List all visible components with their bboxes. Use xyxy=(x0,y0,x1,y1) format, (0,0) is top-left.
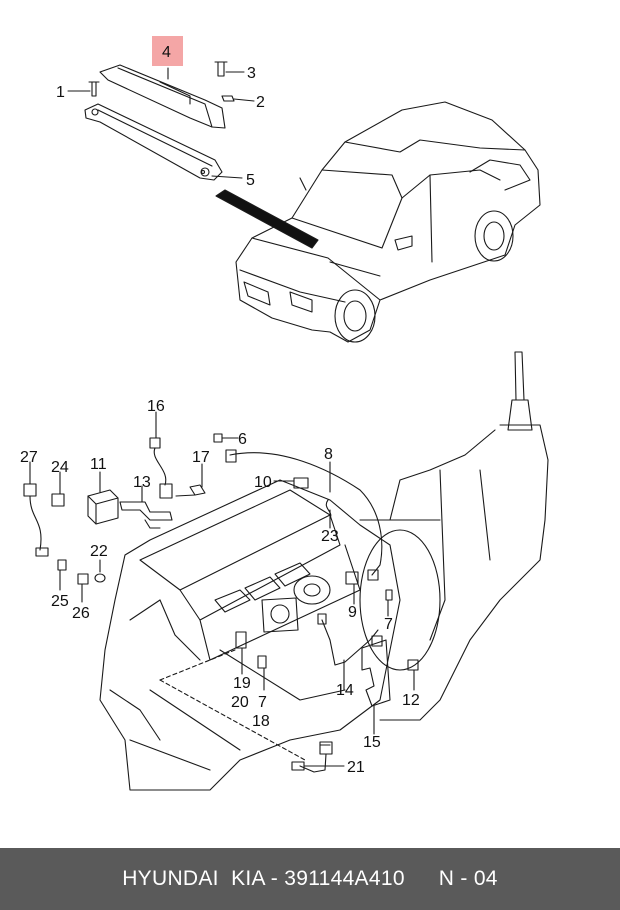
callout-24: 24 xyxy=(51,459,69,476)
callout-19: 19 xyxy=(233,675,251,692)
callout-15: 15 xyxy=(363,734,381,751)
callout-5: 5 xyxy=(246,172,255,189)
callout-17: 17 xyxy=(192,449,210,466)
highlight-box xyxy=(152,36,183,66)
callout-26: 26 xyxy=(72,605,90,622)
callout-1: 1 xyxy=(56,84,65,101)
callout-20: 20 xyxy=(231,694,249,711)
engine-cover-assembly xyxy=(67,61,255,181)
page-reference: N - 04 xyxy=(438,867,498,890)
callout-10: 10 xyxy=(254,474,272,491)
exploded-view-drawing: 1 2 3 4 5 6 7 7 8 9 10 11 12 13 14 15 16… xyxy=(20,36,549,791)
callout-7-top: 7 xyxy=(384,616,393,633)
callout-22: 22 xyxy=(90,543,108,560)
callout-9: 9 xyxy=(348,604,357,621)
callout-12: 12 xyxy=(402,692,420,709)
parts-diagram: 1 2 3 4 5 6 7 7 8 9 10 11 12 13 14 15 16… xyxy=(20,36,549,791)
part-reference: HYUNDAI KIA - 391144A410 xyxy=(122,867,405,890)
callout-25: 25 xyxy=(51,593,69,610)
vehicle-outline xyxy=(215,101,541,343)
callout-18: 18 xyxy=(252,713,270,730)
callout-2: 2 xyxy=(256,94,265,111)
callout-27: 27 xyxy=(20,449,38,466)
callout-14: 14 xyxy=(336,682,354,699)
footer-bar: HYUNDAI KIA - 391144A410 N - 04 xyxy=(0,848,620,910)
wiring-harness xyxy=(23,411,419,773)
callout-13: 13 xyxy=(133,474,151,491)
callout-3: 3 xyxy=(247,65,256,82)
callout-16: 16 xyxy=(147,398,165,415)
callout-23: 23 xyxy=(321,528,339,545)
transmission-assembly xyxy=(359,351,549,721)
callout-7-bottom: 7 xyxy=(258,694,267,711)
callout-21: 21 xyxy=(347,759,365,776)
callout-4: 4 xyxy=(162,44,171,61)
callout-6: 6 xyxy=(238,431,247,448)
callout-8: 8 xyxy=(324,446,333,463)
callout-11: 11 xyxy=(90,456,107,473)
callout-labels: 1 2 3 4 5 6 7 7 8 9 10 11 12 13 14 15 16… xyxy=(20,44,420,776)
engine-block xyxy=(99,479,401,791)
